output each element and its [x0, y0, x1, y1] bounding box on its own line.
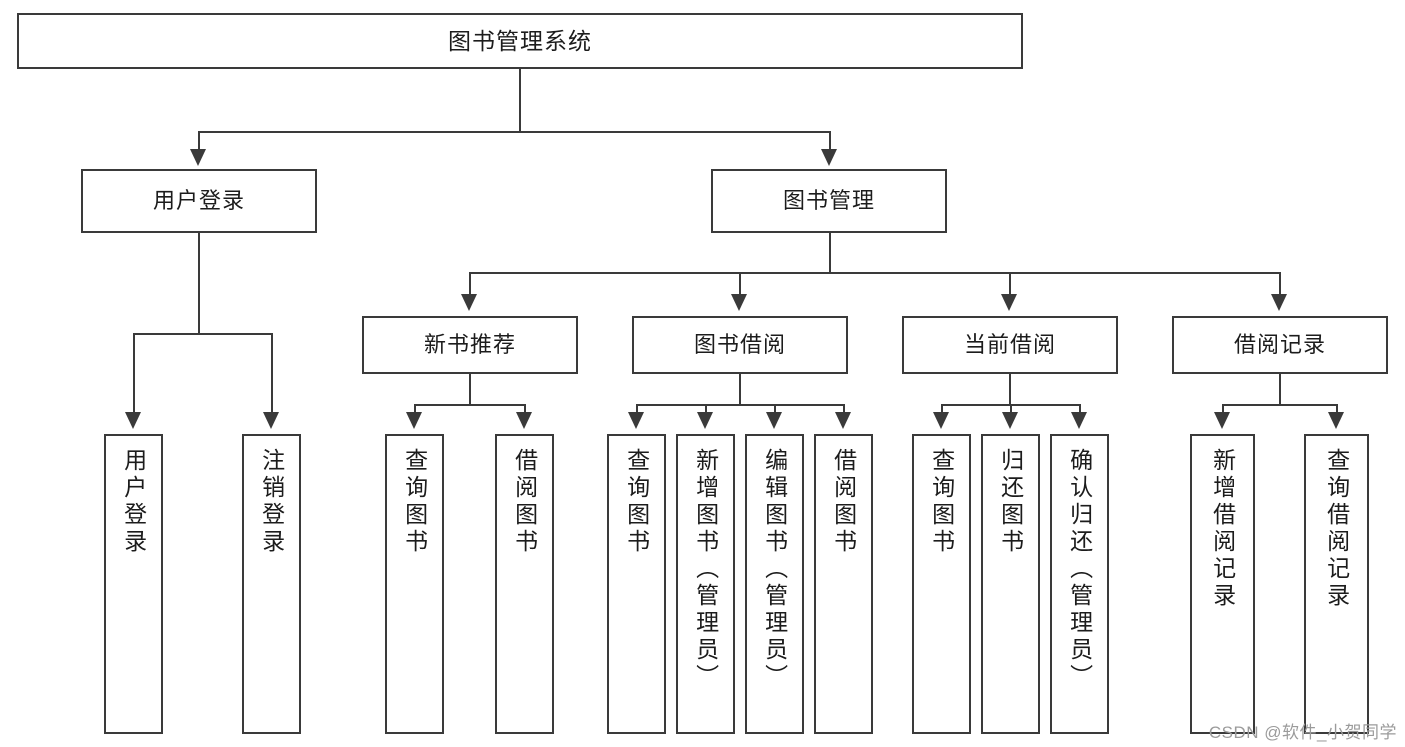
node-label: 借阅记录 — [1233, 332, 1326, 358]
arrowhead-current-borrow-child-1 — [933, 412, 949, 429]
leaf-current-borrow-query-books[interactable]: 查询图书 — [912, 434, 971, 734]
connector-to-current-borrow — [1009, 272, 1011, 296]
arrowhead-book-manage — [821, 149, 837, 166]
node-label: 借阅图书 — [511, 448, 538, 556]
connector-current-borrow-child-3 — [1079, 404, 1081, 414]
leaf-borrow-record-add-record[interactable]: 新增借阅记录 — [1190, 434, 1255, 734]
connector-user-login-bus — [133, 333, 272, 335]
node-label: 新书推荐 — [423, 332, 516, 358]
connector-book-borrow-child-2 — [705, 404, 707, 414]
arrowhead-current-borrow-child-2 — [1002, 412, 1018, 429]
node-label: 图书借阅 — [693, 332, 786, 358]
leaf-borrow-record-query-record[interactable]: 查询借阅记录 — [1304, 434, 1369, 734]
node-book-borrow[interactable]: 图书借阅 — [632, 316, 848, 374]
arrowhead-borrow-record-child-2 — [1328, 412, 1344, 429]
node-label: 编辑图书（管理员） — [761, 448, 788, 691]
node-new-book-recommend[interactable]: 新书推荐 — [362, 316, 578, 374]
arrowhead-book-borrow-child-2 — [697, 412, 713, 429]
node-label: 新增图书（管理员） — [692, 448, 719, 691]
connector-book-borrow-stem — [739, 374, 741, 405]
arrowhead-user-login-child-1 — [125, 412, 141, 429]
arrowhead-book-borrow — [731, 294, 747, 311]
connector-root-to-user-login — [198, 131, 200, 151]
connector-new-book-child-1 — [414, 404, 416, 414]
connector-borrow-record-bus — [1222, 404, 1337, 406]
node-current-borrow[interactable]: 当前借阅 — [902, 316, 1118, 374]
connector-borrow-record-child-2 — [1336, 404, 1338, 414]
node-label: 确认归还（管理员） — [1066, 448, 1093, 691]
connector-book-borrow-child-3 — [774, 404, 776, 414]
connector-user-login-stem — [198, 233, 200, 334]
node-label: 用户登录 — [152, 188, 245, 214]
connector-to-new-book — [469, 272, 471, 296]
arrowhead-borrow-record — [1271, 294, 1287, 311]
leaf-user-login-login[interactable]: 用户登录 — [104, 434, 163, 734]
node-label: 图书管理 — [782, 188, 875, 214]
connector-book-manage-stem — [829, 233, 831, 273]
node-label: 用户登录 — [120, 448, 147, 556]
connector-current-borrow-stem — [1009, 374, 1011, 405]
leaf-current-borrow-confirm-return-admin[interactable]: 确认归还（管理员） — [1050, 434, 1109, 734]
connector-book-borrow-child-4 — [843, 404, 845, 414]
arrowhead-new-book-child-1 — [406, 412, 422, 429]
connector-book-manage-bus — [469, 272, 1280, 274]
arrowhead-user-login — [190, 149, 206, 166]
node-label: 查询图书 — [401, 448, 428, 556]
leaf-book-borrow-add-book-admin[interactable]: 新增图书（管理员） — [676, 434, 735, 734]
connector-user-login-child-2 — [271, 333, 273, 414]
leaf-book-borrow-edit-book-admin[interactable]: 编辑图书（管理员） — [745, 434, 804, 734]
connector-to-book-borrow — [739, 272, 741, 296]
arrowhead-book-borrow-child-4 — [835, 412, 851, 429]
connector-book-borrow-bus — [636, 404, 843, 406]
leaf-new-book-borrow-books[interactable]: 借阅图书 — [495, 434, 554, 734]
node-root-system[interactable]: 图书管理系统 — [17, 13, 1023, 69]
connector-user-login-child-1 — [133, 333, 135, 414]
node-label: 归还图书 — [997, 448, 1024, 556]
node-label: 查询图书 — [623, 448, 650, 556]
arrowhead-user-login-child-2 — [263, 412, 279, 429]
node-label: 借阅图书 — [830, 448, 857, 556]
leaf-user-login-logout[interactable]: 注销登录 — [242, 434, 301, 734]
connector-current-borrow-child-2 — [1010, 404, 1012, 414]
connector-borrow-record-stem — [1279, 374, 1281, 405]
csdn-watermark: CSDN @软件_小贺同学 — [1208, 723, 1397, 742]
arrowhead-borrow-record-child-1 — [1214, 412, 1230, 429]
connector-current-borrow-child-1 — [941, 404, 943, 414]
leaf-new-book-query-books[interactable]: 查询图书 — [385, 434, 444, 734]
node-label: 查询借阅记录 — [1323, 448, 1350, 610]
arrowhead-book-borrow-child-1 — [628, 412, 644, 429]
leaf-current-borrow-return-books[interactable]: 归还图书 — [981, 434, 1040, 734]
connector-root-stem — [519, 69, 521, 132]
node-label: 图书管理系统 — [448, 27, 592, 54]
arrowhead-book-borrow-child-3 — [766, 412, 782, 429]
node-label: 新增借阅记录 — [1209, 448, 1236, 610]
connector-borrow-record-child-1 — [1222, 404, 1224, 414]
connector-new-book-stem — [469, 374, 471, 405]
node-label: 注销登录 — [258, 448, 285, 556]
connector-new-book-bus — [414, 404, 525, 406]
connector-to-borrow-record — [1279, 272, 1281, 296]
arrowhead-current-borrow — [1001, 294, 1017, 311]
node-label: 当前借阅 — [963, 332, 1056, 358]
leaf-book-borrow-query-books[interactable]: 查询图书 — [607, 434, 666, 734]
arrowhead-new-book-child-2 — [516, 412, 532, 429]
leaf-book-borrow-borrow-books[interactable]: 借阅图书 — [814, 434, 873, 734]
node-book-management[interactable]: 图书管理 — [711, 169, 947, 233]
connector-root-bus — [198, 131, 830, 133]
arrowhead-current-borrow-child-3 — [1071, 412, 1087, 429]
connector-new-book-child-2 — [524, 404, 526, 414]
node-borrow-record[interactable]: 借阅记录 — [1172, 316, 1388, 374]
node-label: 查询图书 — [928, 448, 955, 556]
arrowhead-new-book — [461, 294, 477, 311]
connector-book-borrow-child-1 — [636, 404, 638, 414]
node-user-login[interactable]: 用户登录 — [81, 169, 317, 233]
connector-root-to-book-manage — [829, 131, 831, 151]
